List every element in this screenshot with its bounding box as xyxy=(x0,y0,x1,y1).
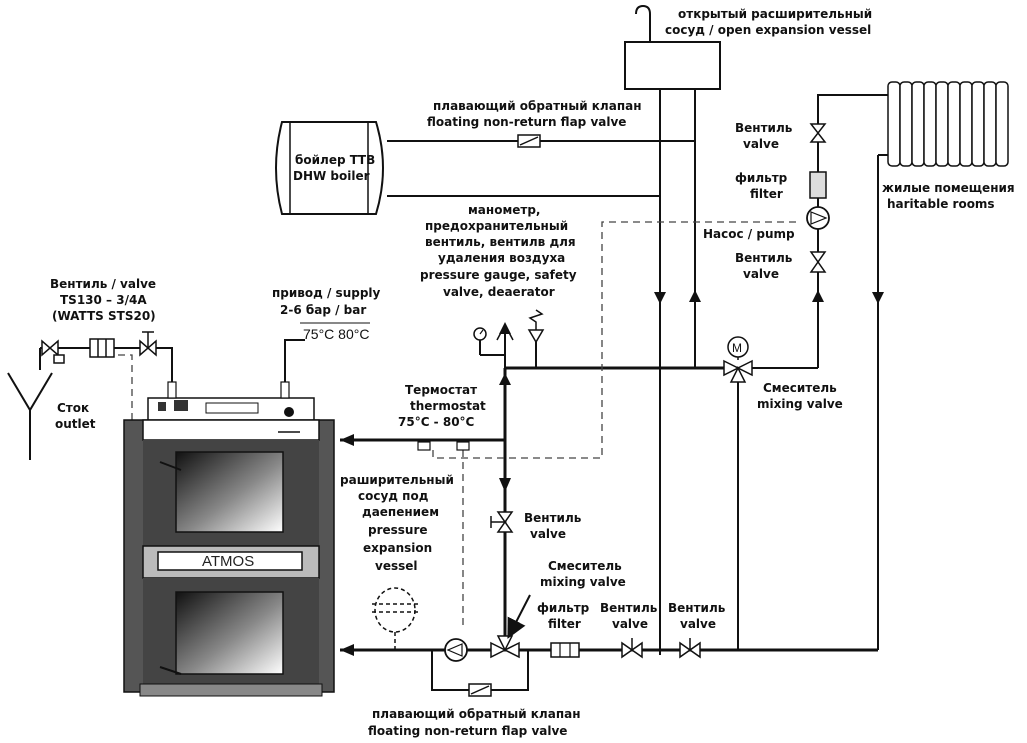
radiator-supply-pipe xyxy=(817,94,888,368)
thermostat-label-2: thermostat xyxy=(410,399,486,413)
filter-right-label-2: filter xyxy=(750,187,783,201)
valve-bottom-2-label-1: Вентиль xyxy=(668,601,726,615)
flow-arrows xyxy=(340,290,884,656)
valve-ts130-label-2: TS130 – 3/4A xyxy=(60,293,147,307)
expansion-vessel-label-1: открытый расширительный xyxy=(678,7,872,21)
filter-bottom-symbol xyxy=(550,642,580,658)
manometer-label-4: удаления воздуха xyxy=(438,251,565,265)
outlet-label-2: outlet xyxy=(55,417,96,431)
pressure-vessel-label-3: даепением xyxy=(362,505,439,519)
thermostat-sensor-1 xyxy=(417,441,431,451)
flap-valve-bottom-label-1: плавающий обратный клапан xyxy=(372,707,581,721)
valve-ts130-label-3: (WATTS STS20) xyxy=(52,309,156,323)
thermostat-label-3: 75°C - 80°C xyxy=(398,415,475,429)
atmos-boiler: ATMOS xyxy=(123,397,335,697)
pressure-vessel-label-5: expansion xyxy=(363,541,432,555)
valve-right-bottom-label-2: valve xyxy=(743,267,779,281)
dhw-boiler-label-1: бойлер ТТВ xyxy=(295,153,375,167)
living-rooms-label-1: жилые помещения xyxy=(882,181,1015,195)
radiator xyxy=(887,81,1009,167)
mixing-valve-bottom-symbol xyxy=(490,635,520,659)
motor-label: M xyxy=(732,341,742,355)
valve-right-bottom-label-1: Вентиль xyxy=(735,251,793,265)
filter-bottom-label-1: фильтр xyxy=(537,601,590,615)
dhw-boiler-tank xyxy=(275,121,384,215)
filter-bottom-label-2: filter xyxy=(548,617,581,631)
valve-bottom-1-label-1: Вентиль xyxy=(600,601,658,615)
valve-right-top-symbol xyxy=(809,123,827,143)
upper-door-window xyxy=(175,451,284,533)
valve-bottom-2-symbol xyxy=(679,638,701,659)
valve-right-bottom-symbol xyxy=(809,251,827,273)
motor-symbol xyxy=(727,336,749,358)
manometer-label-1: манометр, xyxy=(468,203,541,217)
control-lines xyxy=(118,221,800,625)
mixing-valve-bottom-label-1: Смеситель xyxy=(548,559,622,573)
valve-bottom-2-label-2: valve xyxy=(680,617,716,631)
outlet-funnel xyxy=(7,372,53,412)
safety-valve-symbol xyxy=(527,309,545,344)
flap-valve-top-label-1: плавающий обратный клапан xyxy=(433,99,642,113)
pressure-vessel-label-2: сосуд под xyxy=(358,489,429,503)
lower-door-window xyxy=(175,591,284,675)
thermostat-label-1: Термостат xyxy=(405,383,477,397)
vent-hook xyxy=(635,4,651,42)
living-rooms-label-2: haritable rooms xyxy=(887,197,995,211)
deaerator-symbol xyxy=(496,323,514,341)
valve-bottom-1-symbol xyxy=(621,638,643,659)
valve-ts130-assembly xyxy=(41,331,157,364)
mixing-valve-right-label-2: mixing valve xyxy=(757,397,843,411)
flap-valve-bottom-label-2: floating non-return flap valve xyxy=(368,724,567,738)
manometer-label-6: valve, deaerator xyxy=(443,285,555,299)
boiler-brand: ATMOS xyxy=(202,553,254,570)
valve-mid-label-2: valve xyxy=(530,527,566,541)
supply-label-1: привод / supply xyxy=(272,286,381,300)
manometer-label-2: предохранительный xyxy=(425,219,568,233)
flap-valve-top-label-2: floating non-return flap valve xyxy=(427,115,626,129)
manometer-label-5: pressure gauge, safety xyxy=(420,268,577,282)
expansion-vessel-label-2: сосуд / open expansion vessel xyxy=(665,23,871,37)
pipes xyxy=(40,4,888,691)
filter-right-symbol xyxy=(809,171,827,199)
valve-bottom-1-label-2: valve xyxy=(612,617,648,631)
valve-ts130-label-1: Вентиль / valve xyxy=(50,277,156,291)
mixing-valve-right-label-1: Смеситель xyxy=(763,381,837,395)
pressure-expansion-vessel xyxy=(372,587,418,650)
pressure-vessel-label-1: раширительный xyxy=(340,473,454,487)
outlet-label-1: Сток xyxy=(57,401,89,415)
mixing-valve-right-symbol xyxy=(723,359,753,383)
valve-right-top-label-1: Вентиль xyxy=(735,121,793,135)
valve-mid-label-1: Вентиль xyxy=(524,511,582,525)
pump-label: Насос / pump xyxy=(703,227,795,241)
brand-plate xyxy=(157,551,303,571)
pressure-vessel-label-4: pressure xyxy=(368,523,428,537)
manometer-label-3: вентиль, вентилв для xyxy=(425,235,576,249)
valve-right-top-label-2: valve xyxy=(743,137,779,151)
thermostat-sensor-2 xyxy=(456,441,470,451)
filter-right-label-1: фильтр xyxy=(735,171,788,185)
open-expansion-vessel xyxy=(624,41,721,90)
supply-label-2: 2-6 бар / bar xyxy=(280,303,366,317)
dhw-boiler-label-2: DHW boiler xyxy=(293,169,370,183)
pressure-vessel-label-6: vessel xyxy=(375,559,418,573)
temps-label: 75°C 80°C xyxy=(303,326,369,342)
valve-mid-symbol xyxy=(490,511,514,533)
mixing-valve-bottom-label-2: mixing valve xyxy=(540,575,626,589)
